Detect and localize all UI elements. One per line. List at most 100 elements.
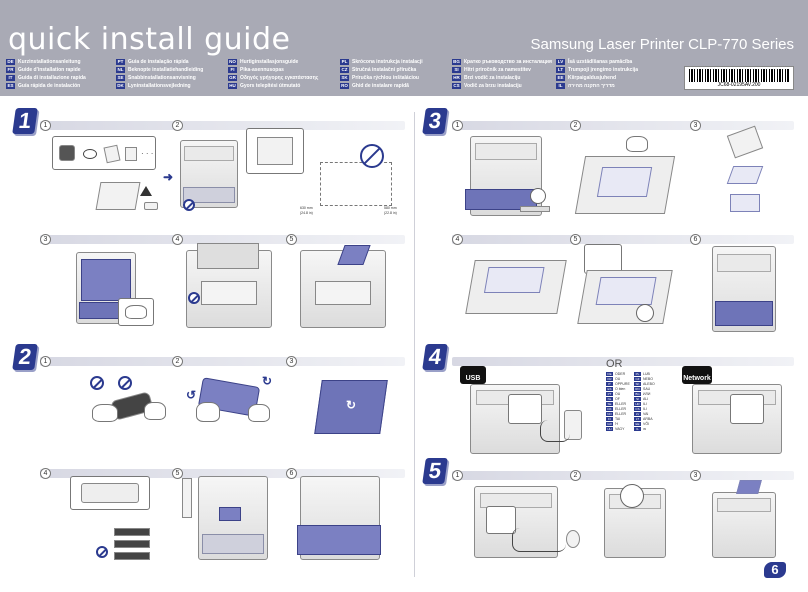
shipping-box (95, 182, 141, 210)
language-code: NL (116, 67, 125, 73)
step-5-bar (452, 471, 794, 480)
printer-remove-sheet (186, 243, 272, 328)
product-series: Samsung Laser Printer CLP-770 Series (530, 36, 794, 53)
or-code: ES (606, 387, 613, 391)
or-label: ILI (643, 407, 647, 411)
cable-item (83, 149, 97, 159)
hand-left (92, 404, 118, 422)
language-code: IL (556, 83, 565, 89)
tape-removal-callout (246, 128, 304, 174)
or-label: SAU (643, 387, 651, 391)
language-label: Kurzinstallationsanleitung (18, 59, 81, 65)
usb-cable (540, 420, 570, 442)
language-label: Guide d'installation rapide (18, 67, 81, 73)
or-label: O bien (615, 387, 626, 391)
or-code: LT (634, 417, 641, 421)
clearance-illustration: 630 mm (24.8 in) 580 mm (22.8 in) (300, 140, 400, 218)
insert-arrow-icon: ↻ (346, 398, 357, 412)
substep-5-1: 1 (452, 470, 463, 481)
step-3-number: 3 (422, 108, 448, 134)
cartridge-stack-3 (114, 552, 150, 560)
or-code: BG (634, 392, 641, 396)
or-text: OR (606, 358, 623, 370)
printer-test-print (712, 492, 776, 558)
language-code: SI (452, 67, 461, 73)
or-label: TAI (615, 417, 621, 421)
language-code: BG (452, 59, 461, 65)
substep-3-3: 3 (690, 120, 701, 131)
language-label: Brzi vodič za instalaciju (464, 75, 521, 81)
dim-left-mm: 630 mm (300, 206, 313, 210)
substep-1-2: 2 (172, 120, 183, 131)
or-code: EE (634, 422, 641, 426)
or-code: HU (606, 427, 613, 431)
language-label: מדריך התקנה מהירה (568, 83, 615, 89)
step-3-bar (452, 121, 794, 130)
language-code: HU (228, 83, 237, 89)
tray-paper-loaded (577, 270, 673, 324)
usb-port-callout (508, 394, 542, 424)
guide-squeeze-icon (636, 304, 654, 322)
substep-3-1: 1 (452, 120, 463, 131)
network-text: Network (683, 375, 711, 382)
substep-1-3: 3 (40, 234, 51, 245)
language-code: HR (452, 75, 461, 81)
language-label: Īsā uzstādīšanas pamācība (568, 59, 633, 65)
move-arrow-icon: ➜ (163, 170, 174, 184)
rotate-left-arrow-icon: ↺ (186, 388, 197, 402)
step-5-number: 5 (422, 458, 448, 484)
language-code: PT (116, 59, 125, 65)
substep-2-1: 1 (40, 356, 51, 367)
or-code: NO (606, 412, 613, 416)
or-code: RO (634, 387, 641, 391)
header-banner: quick install guide Samsung Laser Printe… (0, 0, 808, 96)
step-1-bar-2 (40, 235, 405, 244)
power-plug (566, 530, 580, 548)
language-label: Guía rápida de instalación (18, 83, 81, 89)
printer-tray-in (712, 246, 776, 332)
cartridge-shake-callout (70, 476, 150, 510)
or-label: ARBA (643, 417, 653, 421)
language-code: IT (6, 75, 15, 81)
step-3-bar-2 (452, 235, 794, 244)
hand-right (144, 402, 166, 420)
language-label: Trumpoji įrengimo instrukcija (568, 67, 639, 73)
no-sunlight-icon (118, 376, 132, 390)
or-label: OPPURE (615, 382, 630, 386)
language-label: Príručka rýchlou inštaláciou (352, 75, 419, 81)
substep-3-6: 6 (690, 234, 701, 245)
more-items: · · · (141, 149, 154, 158)
substep-1-4: 4 (172, 234, 183, 245)
language-code: CS (452, 83, 461, 89)
or-label: ALEBO (643, 382, 655, 386)
clearance-outline (320, 162, 392, 206)
language-code: ES (6, 83, 15, 89)
printer-tray-out (465, 136, 542, 216)
hand-belt-left (196, 402, 220, 422)
guide-title: quick install guide (8, 22, 291, 57)
no-tilt-icon (96, 546, 108, 558)
or-label: VÕI (643, 422, 650, 426)
printer-insert-cartridge (198, 476, 268, 560)
no-touch-icon (188, 292, 200, 304)
